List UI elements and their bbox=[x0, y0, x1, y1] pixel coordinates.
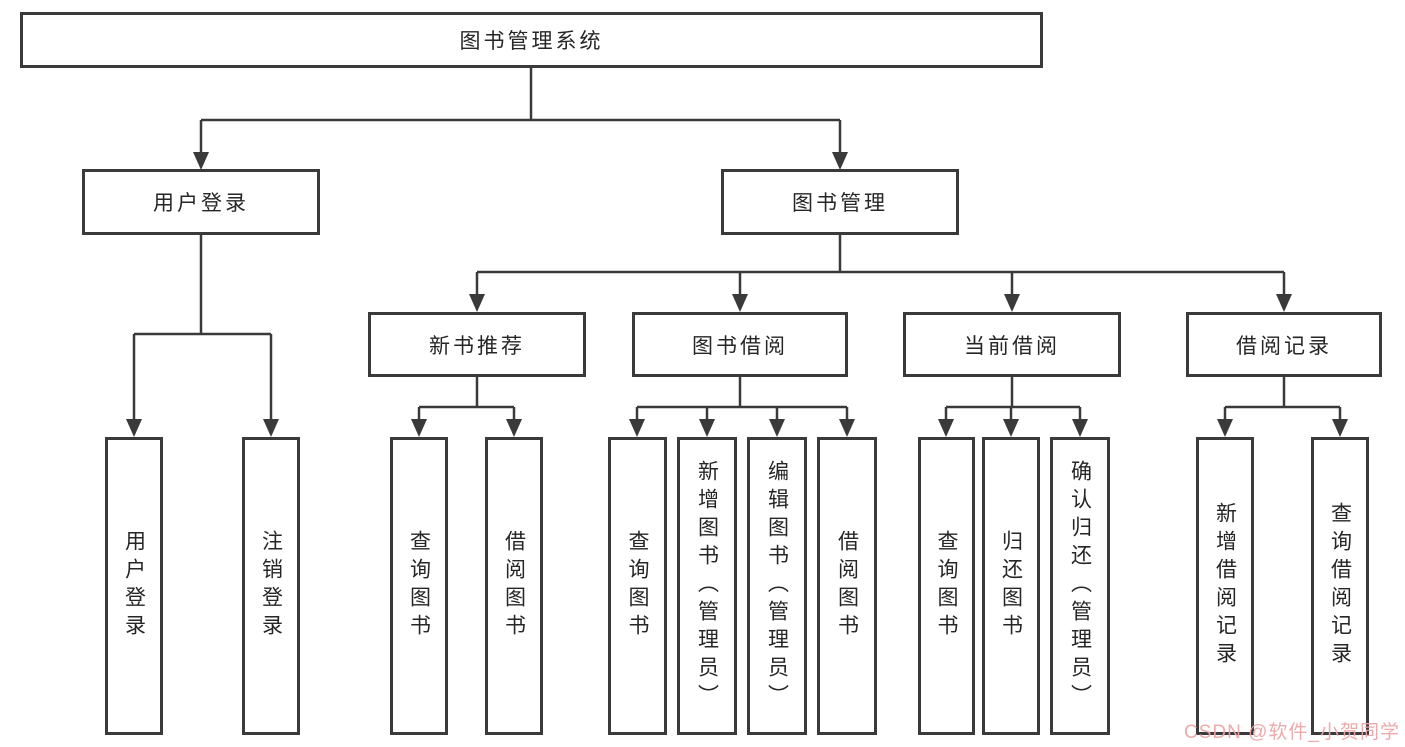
leaf-edit-books-admin: 编辑图书（管理员） bbox=[747, 437, 807, 735]
leaf-query-books-recommend-label: 查询图书 bbox=[407, 530, 431, 642]
node-borrowing-records: 借阅记录 bbox=[1186, 312, 1382, 377]
node-book-borrowing: 图书借阅 bbox=[632, 312, 848, 377]
leaf-borrow-books: 借阅图书 bbox=[817, 437, 877, 735]
leaf-logout-label: 注销登录 bbox=[259, 530, 283, 642]
node-new-book-recommend: 新书推荐 bbox=[368, 312, 586, 377]
leaf-query-borrow-record: 查询借阅记录 bbox=[1311, 437, 1369, 735]
connector-current-borrow bbox=[944, 377, 1082, 419]
leaf-return-books-label: 归还图书 bbox=[999, 530, 1023, 642]
node-user-login: 用户登录 bbox=[82, 169, 320, 235]
node-root-system: 图书管理系统 bbox=[20, 12, 1043, 68]
connector-book-borrow bbox=[635, 377, 849, 419]
connector-new-books bbox=[417, 377, 516, 419]
leaf-borrow-books-recommend: 借阅图书 bbox=[485, 437, 543, 735]
leaf-query-books-borrow: 查询图书 bbox=[608, 437, 667, 735]
node-current-borrowing: 当前借阅 bbox=[903, 312, 1121, 377]
leaf-borrow-books-label: 借阅图书 bbox=[835, 530, 859, 642]
leaf-edit-books-admin-label: 编辑图书（管理员） bbox=[765, 460, 789, 712]
connector-root bbox=[199, 68, 842, 152]
leaf-logout: 注销登录 bbox=[242, 437, 300, 735]
leaf-return-books: 归还图书 bbox=[982, 437, 1040, 735]
connector-user-login bbox=[132, 235, 273, 419]
leaf-add-borrow-record-label: 新增借阅记录 bbox=[1213, 502, 1237, 670]
leaf-add-books-admin: 新增图书（管理员） bbox=[677, 437, 737, 735]
leaf-confirm-return-admin-label: 确认归还（管理员） bbox=[1068, 460, 1092, 712]
leaf-add-books-admin-label: 新增图书（管理员） bbox=[695, 460, 719, 712]
leaf-add-borrow-record: 新增借阅记录 bbox=[1196, 437, 1254, 735]
leaf-query-books-current-label: 查询图书 bbox=[935, 530, 958, 642]
leaf-query-borrow-record-label: 查询借阅记录 bbox=[1328, 502, 1352, 670]
watermark: CSDN @软件_小贺同学 bbox=[1184, 722, 1400, 743]
leaf-query-books-current: 查询图书 bbox=[918, 437, 975, 735]
leaf-query-books-recommend: 查询图书 bbox=[390, 437, 448, 735]
connector-book-mgmt bbox=[475, 235, 1286, 294]
node-book-management: 图书管理 bbox=[721, 169, 959, 235]
leaf-query-books-borrow-label: 查询图书 bbox=[626, 530, 649, 642]
leaf-user-login-label: 用户登录 bbox=[122, 530, 146, 642]
leaf-borrow-books-recommend-label: 借阅图书 bbox=[502, 530, 526, 642]
leaf-confirm-return-admin: 确认归还（管理员） bbox=[1050, 437, 1110, 735]
leaf-user-login: 用户登录 bbox=[105, 437, 163, 735]
connector-borrow-records bbox=[1223, 377, 1342, 419]
